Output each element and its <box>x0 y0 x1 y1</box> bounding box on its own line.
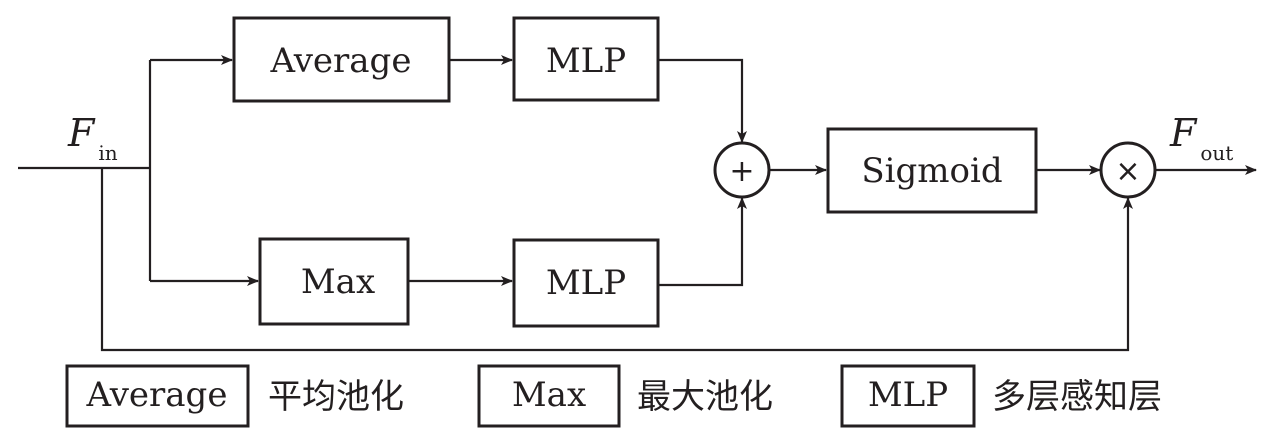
legend-max-meaning: 最大池化 <box>637 377 773 417</box>
connections <box>18 55 1257 352</box>
legend: Average 平均池化 Max 最大池化 MLP 多层感知层 <box>65 364 1162 428</box>
mlp-bottom-box: MLP <box>512 238 660 328</box>
multiply-operator: × <box>1099 141 1157 199</box>
average-pool-label: Average <box>270 41 412 81</box>
arrow-mlp-top-to-add <box>658 58 747 143</box>
plus-icon: + <box>729 154 754 189</box>
legend-average-meaning: 平均池化 <box>268 377 404 417</box>
add-operator: + <box>713 141 771 199</box>
legend-item-average: Average 平均池化 <box>65 364 404 428</box>
mlp-top-box: MLP <box>512 16 660 102</box>
legend-item-max: Max 最大池化 <box>477 364 773 428</box>
multiply-icon: × <box>1115 154 1140 189</box>
sigmoid-label: Sigmoid <box>861 151 1002 191</box>
legend-item-mlp: MLP 多层感知层 <box>840 364 1162 428</box>
legend-mlp-meaning: 多层感知层 <box>992 377 1162 417</box>
mlp-top-label: MLP <box>546 41 626 81</box>
max-pool-box: Max <box>258 237 410 326</box>
legend-mlp-box-label: MLP <box>868 375 948 415</box>
legend-average-box-label: Average <box>86 375 228 415</box>
arrow-mlp-bottom-to-add <box>658 197 747 287</box>
max-pool-label: Max <box>301 262 375 302</box>
legend-max-box-label: Max <box>512 375 586 415</box>
mlp-bottom-label: MLP <box>546 263 626 303</box>
sigmoid-box: Sigmoid <box>826 127 1038 214</box>
arrow-skip-to-mul <box>100 168 1133 352</box>
average-pool-box: Average <box>232 16 451 103</box>
